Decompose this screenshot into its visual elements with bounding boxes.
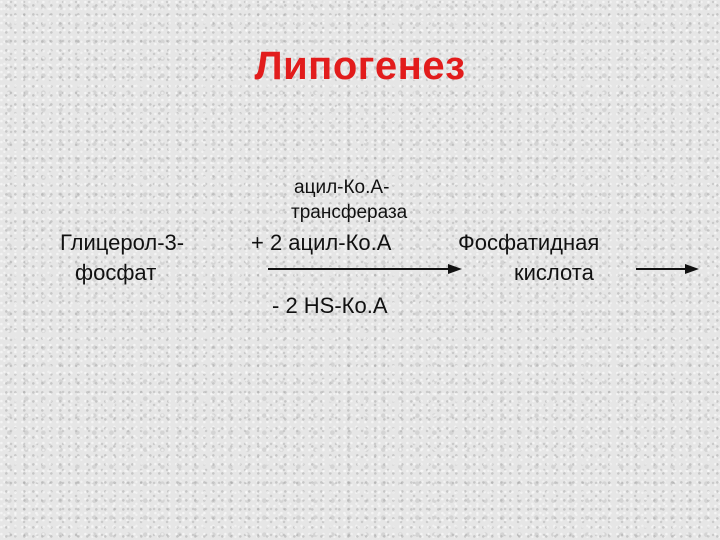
product-line2: кислота	[514, 260, 594, 285]
substrate-line1: Глицерол-3-	[60, 230, 185, 255]
substrate-line2: фосфат	[75, 260, 157, 285]
arrow-right-icon	[636, 264, 699, 274]
arrow-right-icon	[268, 264, 462, 274]
reagent-label: + 2 ацил-Ко.А	[251, 230, 392, 255]
reaction-arrow-2	[636, 264, 699, 274]
slide-title: Липогенез	[254, 44, 466, 88]
enzyme-label-line2: трансфераза	[291, 202, 408, 223]
byproduct-label: - 2 HS-Ко.А	[272, 293, 388, 318]
reaction-arrow-1	[268, 264, 462, 274]
enzyme-label-line1: ацил-Ко.А-	[294, 177, 390, 198]
product-line1: Фосфатидная	[458, 230, 600, 255]
